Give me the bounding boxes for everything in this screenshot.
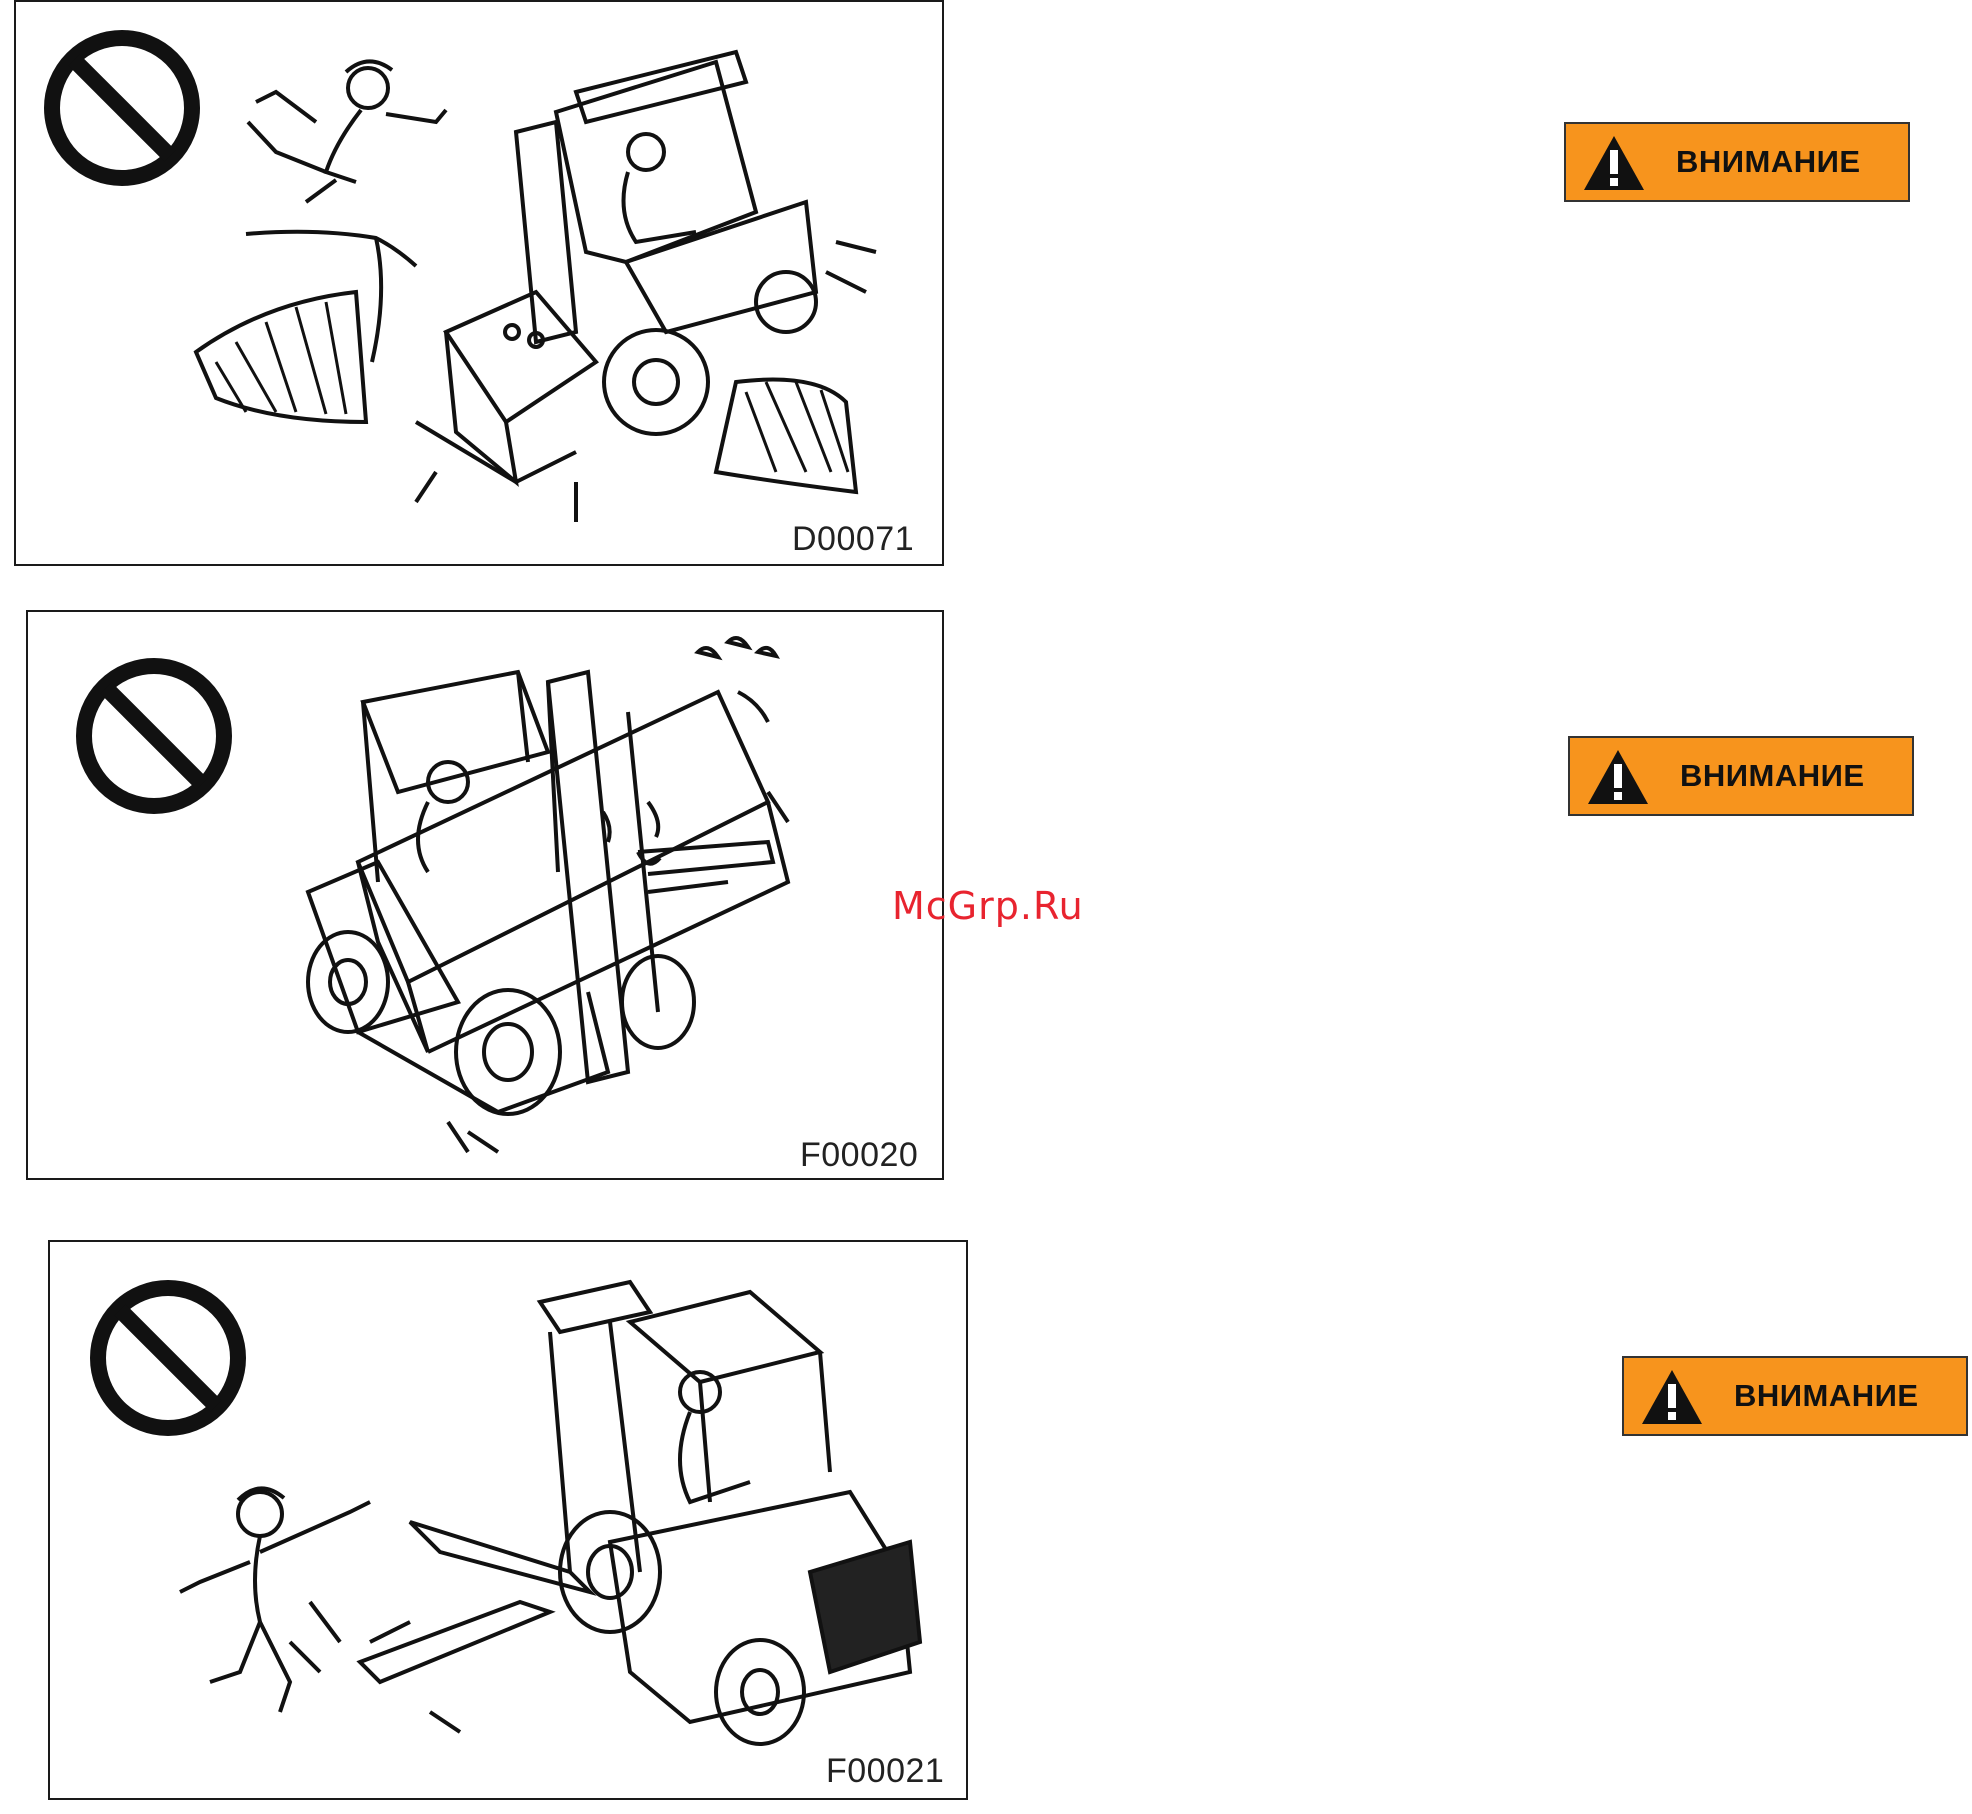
illustration-panel-3: F00021 (48, 1240, 968, 1800)
forklift-tilted-load-illustration (28, 612, 946, 1182)
illustration-panel-1: D00071 (14, 0, 944, 566)
watermark: McGrp.Ru (892, 884, 1084, 928)
figure-code: D00071 (792, 520, 914, 559)
forklift-forks-worker-illustration (50, 1242, 970, 1802)
forklift-slope-illustration (16, 2, 946, 568)
no-entry-icon (52, 38, 192, 178)
warning-label: ВНИМАНИЕ (1680, 758, 1865, 794)
exclamation-triangle-icon (1582, 134, 1646, 192)
figure-code: F00020 (800, 1136, 918, 1175)
warning-label: ВНИМАНИЕ (1734, 1378, 1919, 1414)
warning-label: ВНИМАНИЕ (1676, 144, 1861, 180)
figure-code: F00021 (826, 1752, 944, 1791)
exclamation-triangle-icon (1586, 748, 1650, 806)
warning-badge-1: ВНИМАНИЕ (1564, 122, 1910, 202)
no-entry-icon (84, 666, 224, 806)
warning-badge-2: ВНИМАНИЕ (1568, 736, 1914, 816)
illustration-panel-2: F00020 (26, 610, 944, 1180)
exclamation-triangle-icon (1640, 1368, 1704, 1426)
warning-badge-3: ВНИМАНИЕ (1622, 1356, 1968, 1436)
no-entry-icon (98, 1288, 238, 1428)
